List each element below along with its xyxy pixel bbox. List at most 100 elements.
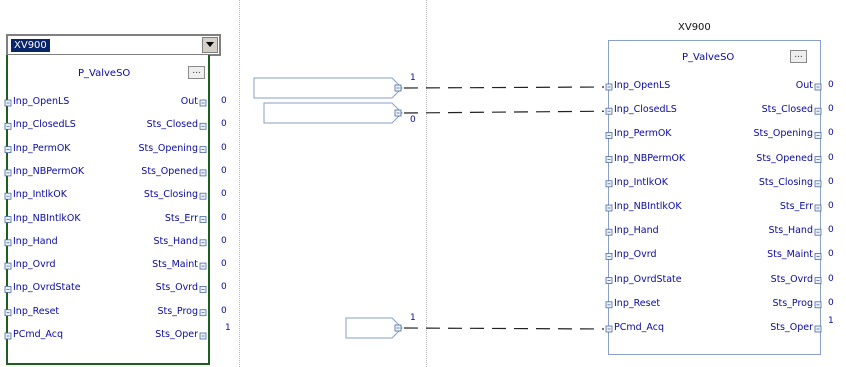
right-input-pin-icon[interactable] [605,131,613,139]
right-output-pin-icon[interactable] [814,156,822,164]
left-output-pin-icon[interactable] [199,169,207,177]
right-input-pin-icon[interactable] [605,156,613,164]
left-output-pin-icon[interactable] [199,285,207,293]
left-output-value: 0 [221,119,227,130]
left-output-value: 1 [225,323,231,333]
right-block-properties-button[interactable]: ... [790,50,807,63]
right-function-block[interactable] [608,40,821,355]
right-output-label: Sts_Prog [772,297,813,309]
right-input-pin-icon[interactable] [605,252,613,260]
left-block-properties-button[interactable]: ... [188,66,205,79]
left-input-label: Inp_NBPermOK [13,165,85,177]
right-output-pin-icon[interactable] [814,131,822,139]
left-output-label: Sts_Err [164,212,198,224]
right-output-pin-icon[interactable] [814,83,822,91]
left-input-label: Inp_NBIntlkOK [13,212,81,224]
right-input-label: Inp_IntlkOK [614,176,668,188]
left-input-pin-icon[interactable] [4,169,12,177]
right-output-label: Sts_Ovrd [770,273,813,285]
right-input-pin-icon[interactable] [605,228,613,236]
left-output-value: 0 [221,259,227,270]
left-input-label: Inp_Ovrd [13,259,56,271]
right-output-value: 1 [828,316,834,326]
input-reference-pin-icon[interactable] [394,324,402,332]
left-input-pin-icon[interactable] [4,99,12,107]
right-input-label: Inp_Hand [614,225,659,237]
input-reference-pin-icon[interactable] [394,109,402,117]
right-input-pin-icon[interactable] [605,83,613,91]
left-input-label: Inp_ClosedLS [13,119,76,131]
left-output-pin-icon[interactable] [199,332,207,340]
left-input-label: Inp_OvrdState [13,282,81,294]
left-output-label: Sts_Oper [155,329,198,340]
right-output-pin-icon[interactable] [814,325,822,333]
right-output-value: 0 [828,176,834,187]
right-output-pin-icon[interactable] [814,252,822,260]
input-reference-pin-icon[interactable] [394,84,402,92]
left-input-pin-icon[interactable] [4,216,12,223]
right-input-pin-icon[interactable] [605,204,613,212]
left-input-label: PCmd_Acq [13,329,63,340]
right-input-pin-icon[interactable] [605,325,613,333]
right-input-pin-icon[interactable] [605,277,613,285]
right-output-value: 0 [828,128,834,139]
left-output-value: 0 [221,235,227,246]
left-input-label: Inp_PermOK [13,142,71,154]
right-input-label: Inp_OpenLS [614,80,671,91]
right-output-pin-icon[interactable] [814,180,822,188]
left-output-label: Sts_Opening [138,142,198,154]
left-input-pin-icon[interactable] [4,122,12,130]
right-output-value: 0 [828,273,834,284]
left-input-pin-icon[interactable] [4,309,12,317]
left-input-label: Inp_IntlkOK [13,189,67,201]
left-output-value: 0 [221,96,227,106]
right-output-pin-icon[interactable] [814,277,822,285]
left-input-pin-icon[interactable] [4,332,12,340]
left-input-pin-icon[interactable] [4,285,12,293]
right-output-label: Sts_Opened [756,152,813,164]
input-reference-shape [253,77,403,99]
left-output-pin-icon[interactable] [199,262,207,270]
left-output-pin-icon[interactable] [199,239,207,247]
right-block-name: XV900 [678,22,711,33]
right-block-type: P_ValveSO [682,52,735,63]
input-reference-shape [345,317,403,339]
left-output-pin-icon[interactable] [199,99,207,107]
right-output-value: 0 [828,201,834,211]
right-output-value: 0 [828,249,834,260]
left-output-pin-icon[interactable] [199,122,207,130]
right-input-pin-icon[interactable] [605,301,613,309]
left-output-value: 0 [221,305,227,316]
sheet-grid-line [426,0,427,367]
left-output-label: Sts_Hand [153,235,198,247]
left-input-pin-icon[interactable] [4,262,12,270]
left-output-value: 0 [221,189,227,200]
right-output-pin-icon[interactable] [814,107,822,115]
left-output-pin-icon[interactable] [199,146,207,154]
left-output-value: 0 [221,142,227,153]
input-reference-value: 1 [410,313,416,323]
sheet-grid-line [239,0,240,367]
right-output-pin-icon[interactable] [814,301,822,309]
right-output-pin-icon[interactable] [814,228,822,236]
right-output-pin-icon[interactable] [814,204,822,212]
left-input-pin-icon[interactable] [4,192,12,200]
right-output-label: Sts_Hand [768,225,813,237]
right-output-label: Sts_Opening [753,128,813,140]
right-input-pin-icon[interactable] [605,107,613,115]
left-output-pin-icon[interactable] [199,192,207,200]
left-function-block[interactable] [6,55,210,365]
left-input-pin-icon[interactable] [4,146,12,154]
left-input-label: Inp_OpenLS [13,96,70,107]
left-output-pin-icon[interactable] [199,216,207,223]
right-input-label: Inp_PermOK [614,128,672,140]
right-output-value: 0 [828,104,834,115]
chevron-down-icon[interactable] [202,37,218,53]
right-output-value: 0 [828,152,834,163]
right-input-pin-icon[interactable] [605,180,613,188]
left-output-label: Sts_Closing [143,189,198,201]
left-output-value: 0 [221,165,227,176]
right-input-label: Inp_Ovrd [614,249,657,261]
left-input-pin-icon[interactable] [4,239,12,247]
left-output-pin-icon[interactable] [199,309,207,317]
